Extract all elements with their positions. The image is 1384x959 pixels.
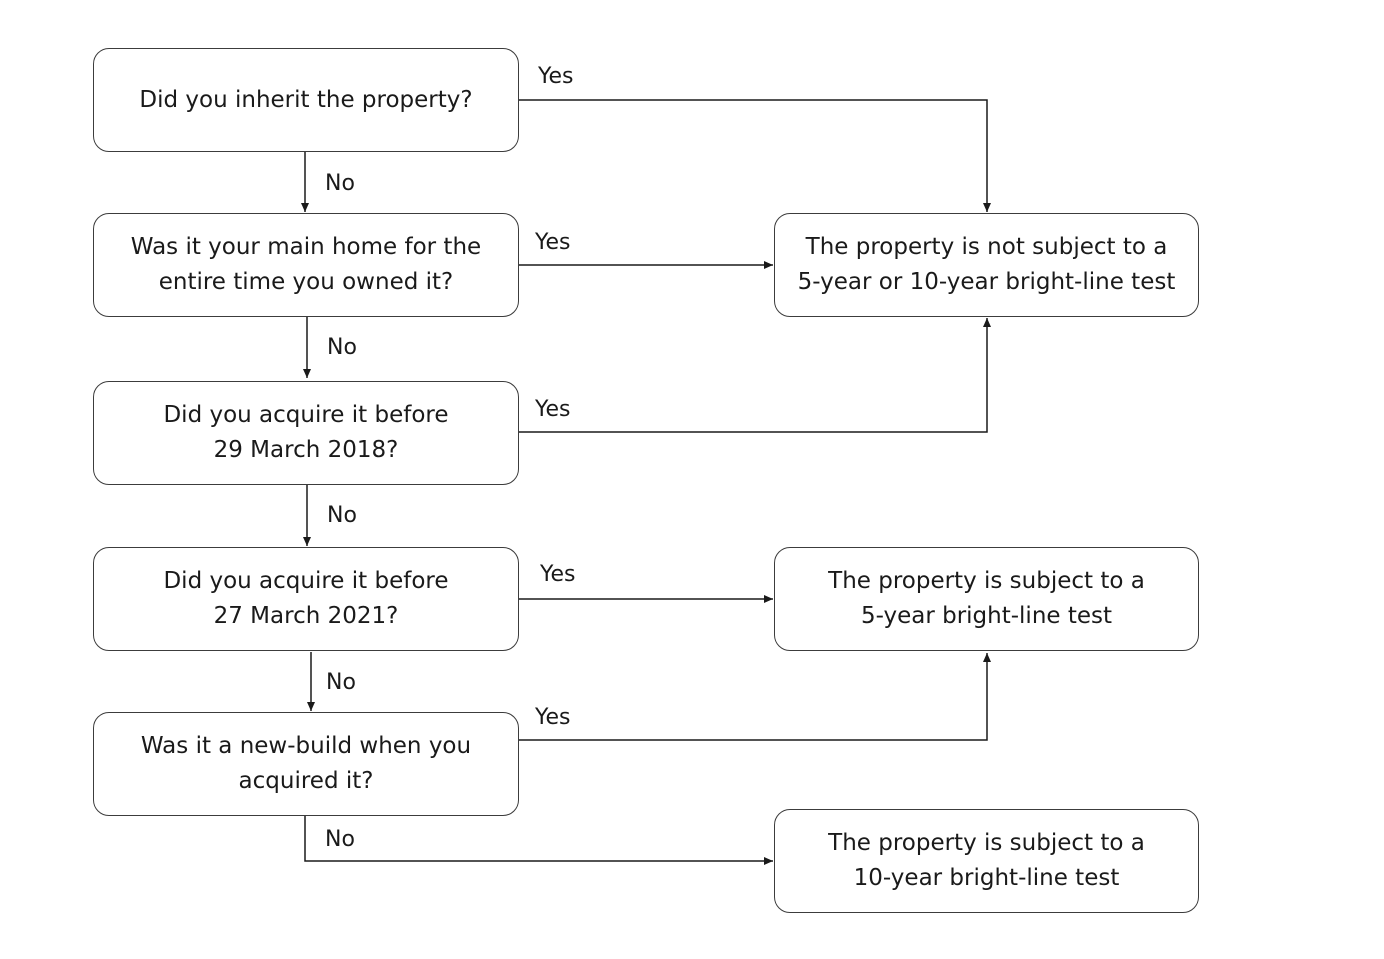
edge-label-q4-yes: Yes bbox=[540, 562, 576, 587]
edge-q1-yes bbox=[519, 99, 991, 212]
edge-q5-no bbox=[304, 816, 773, 865]
result-5-year-test: The property is subject to a 5-year brig… bbox=[774, 547, 1199, 651]
result-10-year-test-line-2: 10-year bright-line test bbox=[853, 865, 1120, 891]
question-inherited: Did you inherit the property? bbox=[93, 48, 519, 152]
edge-label-q2-yes: Yes bbox=[535, 230, 571, 255]
question-main-home-line-2: entire time you owned it? bbox=[158, 269, 454, 295]
edge-label-q5-no: No bbox=[325, 827, 355, 852]
edge-q3-yes bbox=[519, 318, 991, 433]
question-main-home: Was it your main home for the entire tim… bbox=[93, 213, 519, 317]
result-5-year-test-line-1: The property is subject to a bbox=[828, 568, 1145, 594]
edge-label-q2-no: No bbox=[327, 335, 357, 360]
result-10-year-test: The property is subject to a 10-year bri… bbox=[774, 809, 1199, 913]
question-new-build-line-2: acquired it? bbox=[238, 768, 374, 794]
edge-label-q1-no: No bbox=[325, 171, 355, 196]
result-10-year-test-line-1: The property is subject to a bbox=[828, 830, 1145, 856]
question-inherited-line-1: Did you inherit the property? bbox=[139, 86, 473, 113]
result-not-subject: The property is not subject to a 5-year … bbox=[774, 213, 1199, 317]
result-5-year-test-line-2: 5-year bright-line test bbox=[860, 603, 1113, 629]
question-new-build: Was it a new-build when you acquired it? bbox=[93, 712, 519, 816]
result-not-subject-line-1: The property is not subject to a bbox=[805, 234, 1168, 260]
question-new-build-line-1: Was it a new-build when you bbox=[140, 733, 472, 759]
edge-q5-yes bbox=[519, 653, 991, 741]
question-acquired-before-2018: Did you acquire it before 29 March 2018? bbox=[93, 381, 519, 485]
question-main-home-line-1: Was it your main home for the bbox=[130, 234, 482, 260]
question-acquired-before-2021-line-2: 27 March 2021? bbox=[213, 603, 399, 629]
edge-label-q3-yes: Yes bbox=[535, 397, 571, 422]
question-acquired-before-2021: Did you acquire it before 27 March 2021? bbox=[93, 547, 519, 651]
question-acquired-before-2021-line-1: Did you acquire it before bbox=[163, 568, 449, 594]
edge-label-q5-yes: Yes bbox=[535, 705, 571, 730]
result-not-subject-line-2: 5-year or 10-year bright-line test bbox=[797, 269, 1176, 295]
edge-label-q4-no: No bbox=[326, 670, 356, 695]
edge-label-q3-no: No bbox=[327, 503, 357, 528]
question-acquired-before-2018-line-1: Did you acquire it before bbox=[163, 402, 449, 428]
question-acquired-before-2018-line-2: 29 March 2018? bbox=[213, 437, 399, 463]
edge-label-q1-yes: Yes bbox=[538, 64, 574, 89]
